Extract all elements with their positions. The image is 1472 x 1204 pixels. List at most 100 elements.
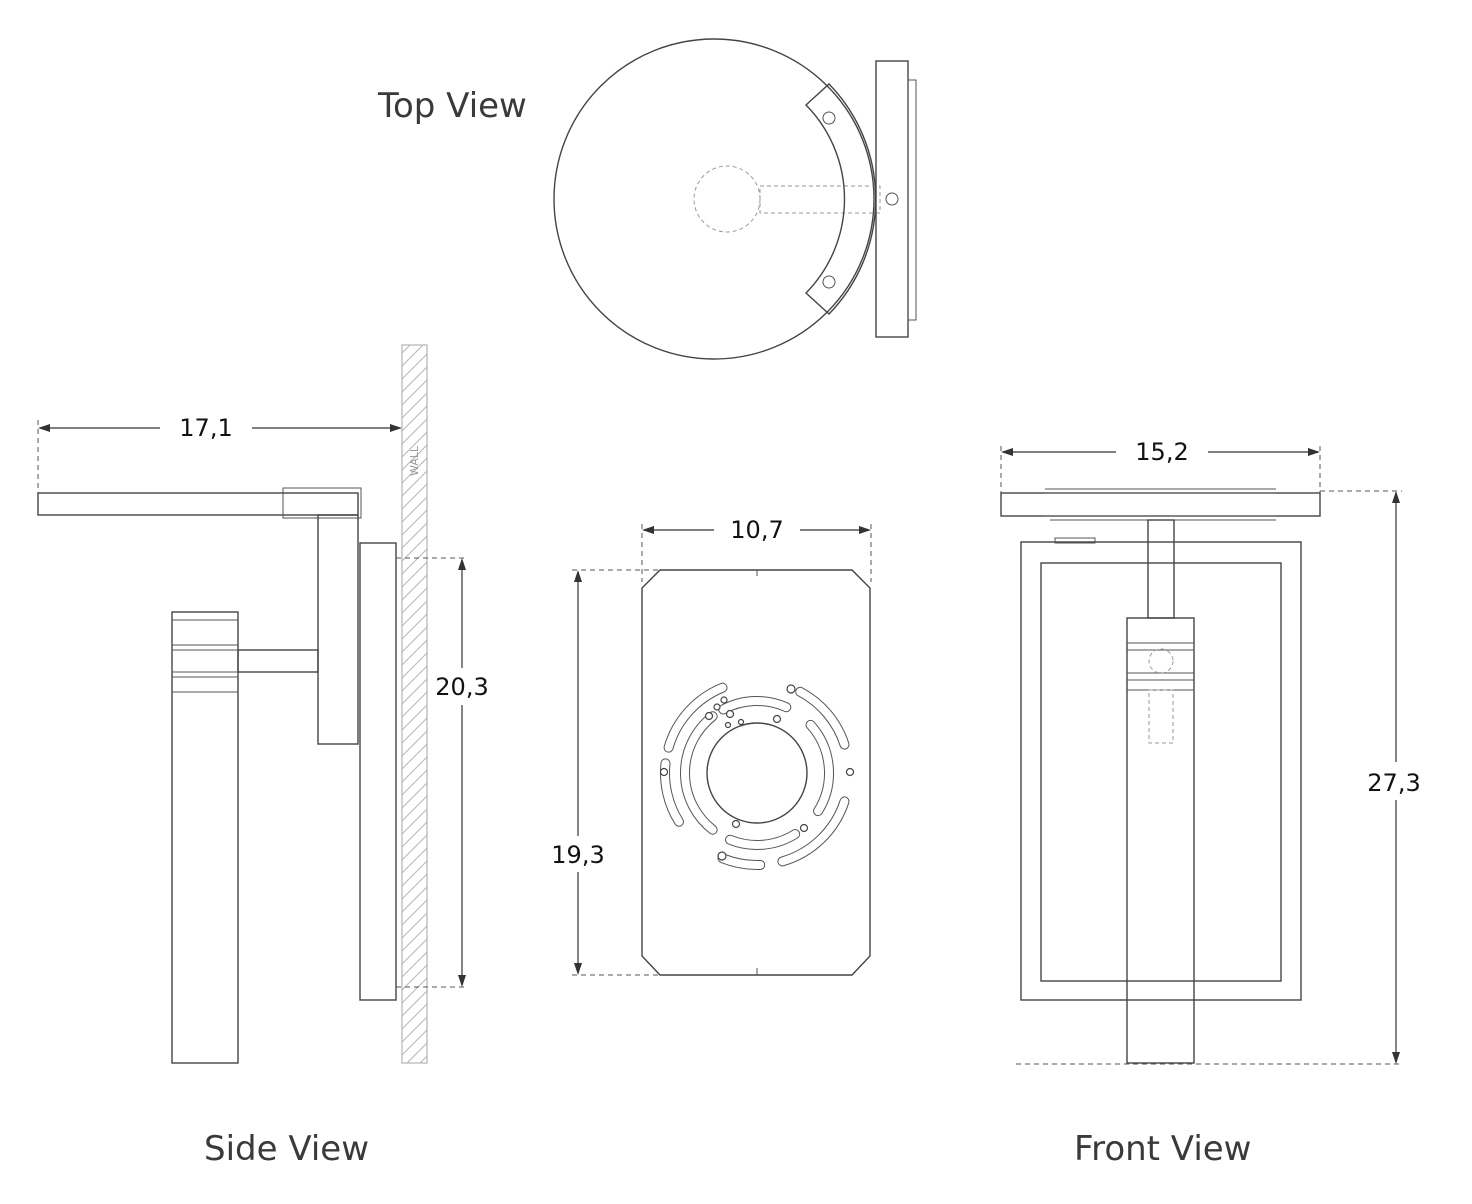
wall-hatch-line: [401, 587, 428, 614]
side-view: WALL 17,1: [37, 344, 489, 1169]
wall-hatch-line: [401, 483, 428, 510]
wall-hatch-line: [401, 561, 428, 588]
wall-hatch-line: [401, 990, 428, 1017]
mounting-plate-center-hole: [706, 722, 808, 824]
mounting-plate-slot: [718, 696, 792, 715]
mounting-plate-slot: [680, 711, 718, 835]
dim-label-front-height: 27,3: [1367, 769, 1420, 797]
mounting-plate-view: 10,7 19,3: [551, 516, 872, 976]
dim-label-plate-height: 19,3: [551, 841, 604, 869]
wall-hatch-line: [419, 1055, 428, 1064]
dim-label-side-backplate-height: 20,3: [435, 673, 488, 701]
wall-hatch-line: [401, 769, 428, 796]
front-view: 15,2 27,3 Front View: [1000, 438, 1421, 1169]
top-view-screw-upper: [822, 111, 836, 125]
dim-label-plate-width: 10,7: [730, 516, 783, 544]
mounting-plate-slot: [663, 682, 728, 753]
mounting-plate-slot: [795, 686, 850, 750]
wall-hatch-line: [401, 496, 428, 523]
mounting-plate-slot: [777, 796, 850, 867]
dimension-side-projection: 17,1: [37, 414, 402, 493]
wall-hatch-line: [401, 1016, 428, 1043]
front-view-arm-hidden: [1148, 648, 1174, 674]
top-view-screw-center: [885, 192, 899, 206]
wall-hatch-line: [401, 344, 411, 354]
wall-hatch-line: [401, 509, 428, 536]
wall-hatch-line: [401, 691, 428, 718]
top-view-backplate-lip: [907, 79, 917, 321]
wall-hatch-line: [401, 782, 428, 809]
wall-hatch-line: [401, 418, 428, 445]
wall-hatch-line: [401, 470, 428, 497]
mounting-plate-screw-holes: [659, 684, 855, 861]
side-view-backplate: [359, 542, 397, 1001]
wall-hatch-line: [401, 431, 428, 458]
side-view-title: Side View: [204, 1129, 369, 1169]
side-view-arm-clamp: [282, 487, 362, 519]
wall-hatch-line: [401, 977, 428, 1004]
front-view-frame-tab: [1054, 537, 1096, 544]
wall-hatch-line: [401, 353, 428, 380]
wall-hatch-line: [401, 392, 428, 419]
wall-label: WALL: [408, 445, 421, 476]
wall-hatch-line: [401, 964, 428, 991]
mounting-plate-slot: [725, 829, 801, 850]
top-view-screw-lower: [822, 275, 836, 289]
top-view-arm-hidden: [759, 185, 881, 214]
wall-hatch-line: [401, 730, 428, 757]
wall-hatch-line: [401, 821, 428, 848]
side-view-wall: WALL: [401, 344, 428, 1064]
front-view-stem: [1147, 519, 1175, 619]
dimension-side-backplate-height: 20,3: [396, 557, 489, 988]
wall-hatch-line: [401, 743, 428, 770]
wall-hatch-line: [401, 1003, 428, 1030]
wall-hatch-line: [401, 860, 428, 887]
wall-hatch-line: [401, 626, 428, 653]
wall-hatch-line: [401, 366, 428, 393]
dimension-plate-width: 10,7: [641, 516, 872, 582]
wall-hatch-line: [401, 665, 428, 692]
top-view-post-hidden: [693, 165, 761, 233]
front-view-title: Front View: [1074, 1129, 1252, 1169]
wall-hatch-line: [401, 405, 428, 432]
wall-hatch-line: [401, 613, 428, 640]
dim-label-front-width: 15,2: [1135, 438, 1188, 466]
top-view-bracket: [804, 83, 877, 315]
wall-hatch-line: [401, 535, 428, 562]
side-view-top-arm: [37, 492, 359, 516]
top-view-shade-circle: [553, 38, 875, 360]
wall-hatch-line: [401, 1029, 428, 1056]
wall-hatch-line: [401, 899, 428, 926]
wall-hatch-line: [401, 704, 428, 731]
front-view-frame-outer: [1020, 541, 1302, 1001]
wall-hatch-line: [401, 847, 428, 874]
wall-hatch-line: [401, 925, 428, 952]
wall-hatch-line: [406, 1042, 428, 1064]
side-view-post-arm: [237, 649, 319, 673]
front-view-canopy: [1000, 492, 1321, 517]
dimension-front-width: 15,2: [1000, 438, 1321, 493]
side-view-bracket: [317, 514, 359, 745]
wall-hatch-line: [401, 834, 428, 861]
dimension-front-height: 27,3: [1016, 490, 1421, 1065]
wall-hatch-line: [401, 600, 428, 627]
wall-hatch-line: [401, 344, 424, 367]
mounting-plate-slot: [660, 758, 684, 827]
side-view-post: [171, 611, 239, 1064]
front-view-post: [1126, 617, 1195, 1064]
wall-hatch-line: [401, 951, 428, 978]
wall-hatch-line: [401, 444, 428, 471]
front-view-frame-inner: [1040, 562, 1282, 982]
mounting-plate-outline: [641, 569, 871, 976]
wall-hatch-line: [401, 808, 428, 835]
mounting-plate-slots: [660, 682, 850, 870]
wall-hatch-line: [401, 522, 428, 549]
top-view-title: Top View: [377, 86, 527, 126]
wall-hatch-line: [401, 379, 428, 406]
top-view-backplate: [875, 60, 909, 338]
wall-hatch-line: [401, 938, 428, 965]
mounting-plate-slot: [805, 719, 834, 817]
wall-hatch-line: [401, 795, 428, 822]
top-view: Top View: [377, 38, 917, 360]
